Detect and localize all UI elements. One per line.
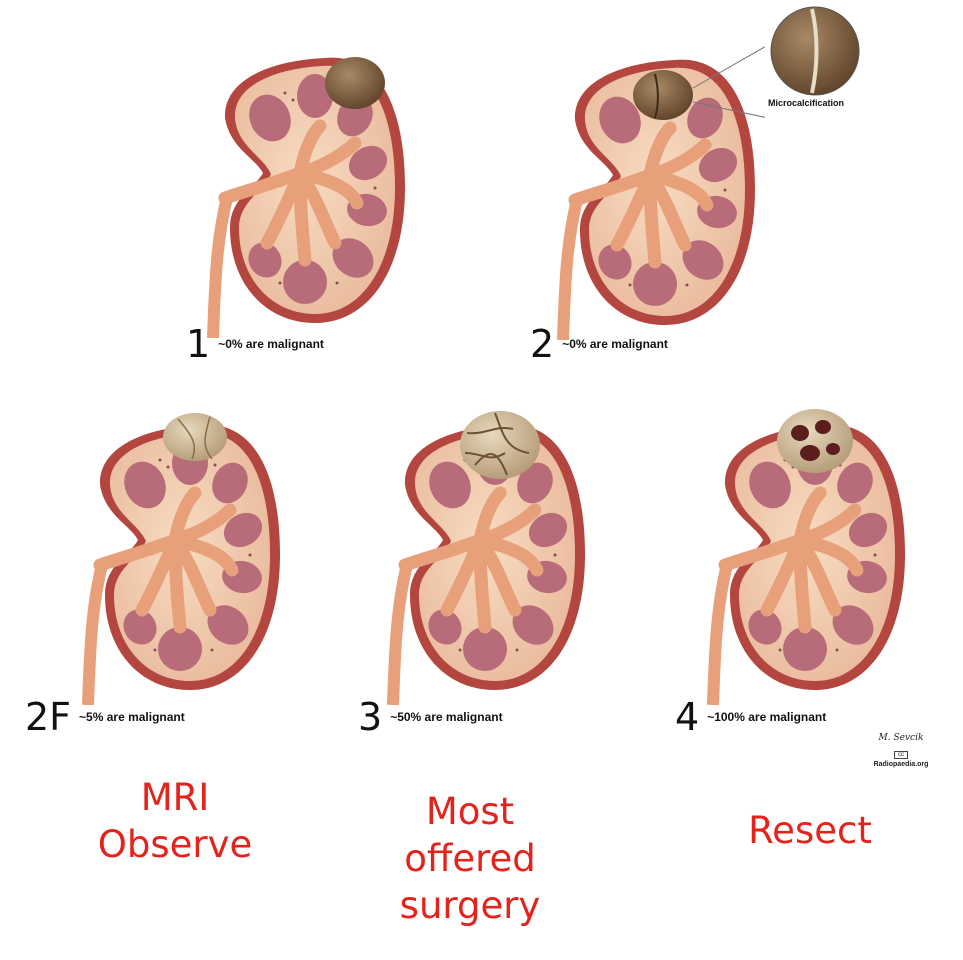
category-number: 1 bbox=[186, 325, 210, 363]
author-signature: M. Sevcik bbox=[864, 733, 938, 743]
kidney-illustration-bosniak-3 bbox=[385, 405, 595, 705]
license-badge: cc bbox=[894, 751, 908, 759]
category-1-label: 1 ~0% are malignant bbox=[186, 325, 324, 363]
microcalcification-inset bbox=[768, 5, 863, 97]
management-line: offered bbox=[345, 836, 595, 883]
management-line: MRI bbox=[50, 775, 300, 822]
calcified-cyst bbox=[633, 70, 693, 120]
category-number: 4 bbox=[675, 698, 699, 736]
category-2-label: 2 ~0% are malignant bbox=[530, 325, 668, 363]
management-line: Resect bbox=[685, 808, 935, 855]
management-4: Resect bbox=[685, 808, 935, 855]
multiseptated-cyst bbox=[460, 411, 540, 479]
malignancy-rate: ~0% are malignant bbox=[562, 337, 668, 351]
malignancy-rate: ~50% are malignant bbox=[390, 710, 502, 724]
malignancy-rate: ~5% are malignant bbox=[79, 710, 185, 724]
management-line: Most bbox=[345, 789, 595, 836]
solid-enhancing-cyst bbox=[777, 409, 853, 473]
management-line: Observe bbox=[50, 822, 300, 869]
kidney-illustration-bosniak-2 bbox=[555, 40, 765, 340]
management-3: Most offered surgery bbox=[345, 789, 595, 930]
category-number: 2F bbox=[25, 698, 71, 736]
credit-site: Radiopaedia.org bbox=[864, 761, 938, 768]
simple-cyst bbox=[325, 57, 385, 109]
category-number: 2 bbox=[530, 325, 554, 363]
kidney-illustration-bosniak-1 bbox=[205, 38, 415, 338]
credit-block: M. Sevcik cc Radiopaedia.org bbox=[864, 733, 938, 768]
management-2f: MRI Observe bbox=[50, 775, 300, 869]
malignancy-rate: ~100% are malignant bbox=[707, 710, 826, 724]
category-4-label: 4 ~100% are malignant bbox=[675, 698, 826, 736]
kidney-illustration-bosniak-4 bbox=[705, 405, 915, 705]
category-number: 3 bbox=[358, 698, 382, 736]
microcalcification-label: Microcalcification bbox=[768, 98, 844, 108]
category-3-label: 3 ~50% are malignant bbox=[358, 698, 503, 736]
category-2f-label: 2F ~5% are malignant bbox=[25, 698, 185, 736]
malignancy-rate: ~0% are malignant bbox=[218, 337, 324, 351]
septated-cyst bbox=[163, 413, 227, 461]
management-line: surgery bbox=[345, 883, 595, 930]
kidney-illustration-bosniak-2f bbox=[80, 405, 290, 705]
